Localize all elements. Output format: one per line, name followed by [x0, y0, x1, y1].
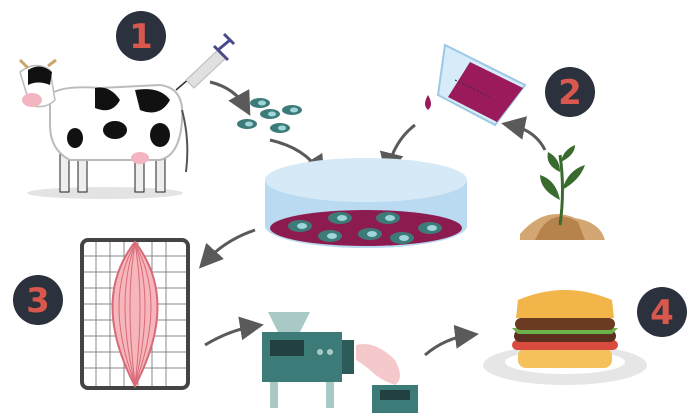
cell — [282, 105, 302, 115]
step-badge-3: 3 — [13, 275, 63, 325]
step-number: 1 — [129, 17, 153, 57]
arrow-cow-to-cells — [209, 80, 251, 116]
cell — [270, 123, 290, 133]
meat-grinder-icon — [262, 312, 418, 413]
cell — [237, 119, 257, 129]
muscle-scaffold-icon — [80, 238, 190, 390]
arrow-plant-to-beaker — [501, 116, 547, 151]
arrow-dish-to-muscle — [198, 228, 256, 269]
step-number: 4 — [650, 293, 674, 333]
burger-icon — [483, 290, 647, 385]
step-badge-1: 1 — [116, 11, 166, 61]
cell-cluster — [237, 98, 302, 133]
syringe-icon — [175, 32, 236, 91]
step-badge-4: 4 — [637, 287, 687, 337]
step-badge-2: 2 — [545, 67, 595, 117]
step-number: 2 — [558, 73, 582, 113]
plant-icon — [520, 145, 605, 240]
beaker-icon — [425, 43, 527, 127]
cell — [260, 109, 280, 119]
arrow-grinder-to-burger — [424, 324, 479, 357]
petri-dish — [265, 158, 467, 248]
cell — [250, 98, 270, 108]
cow-illustration — [18, 58, 189, 199]
process-arrows — [198, 80, 547, 357]
step-number: 3 — [26, 281, 50, 321]
arrow-muscle-to-grinder — [204, 316, 264, 347]
